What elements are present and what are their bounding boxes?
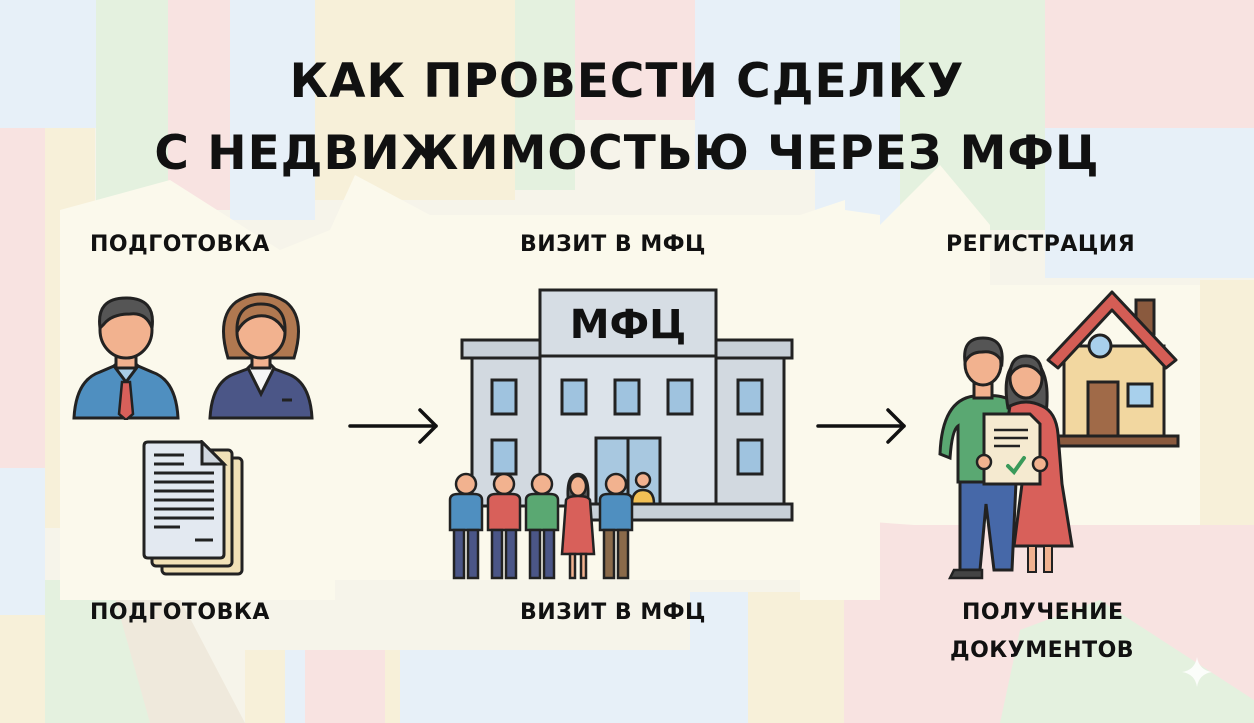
step-3-bottom-label-line-2: ДОКУМЕНТОВ: [950, 638, 1135, 663]
step-3-top-label: РЕГИСТРАЦИЯ: [946, 232, 1136, 257]
step-3-bottom-label-line-1: ПОЛУЧЕНИЕ: [962, 600, 1124, 625]
document-stack-icon: [140, 438, 245, 582]
man-in-tie-icon: [70, 288, 182, 424]
arrow-right-icon: [816, 406, 910, 450]
house-icon: [1044, 286, 1180, 456]
mfc-building-icon: МФЦ: [460, 286, 795, 530]
step-2-bottom-label: ВИЗИТ В МФЦ: [520, 600, 706, 625]
step-2-top-label: ВИЗИТ В МФЦ: [520, 232, 706, 257]
sparkle-icon: [1180, 655, 1214, 693]
checkmark-icon: [1006, 456, 1026, 476]
title-line-1: КАК ПРОВЕСТИ СДЕЛКУ: [289, 54, 965, 109]
queue-of-people-icon: [444, 470, 644, 586]
step-1-bottom-label: ПОДГОТОВКА: [90, 600, 270, 625]
arrow-right-icon: [348, 406, 442, 450]
building-sign-text: МФЦ: [570, 302, 687, 348]
title-line-2: С НЕДВИЖИМОСТЬЮ ЧЕРЕЗ МФЦ: [154, 126, 1100, 181]
couple-with-document-icon: [936, 334, 1082, 588]
step-1-top-label: ПОДГОТОВКА: [90, 232, 270, 257]
woman-in-suit-icon: [206, 288, 316, 424]
